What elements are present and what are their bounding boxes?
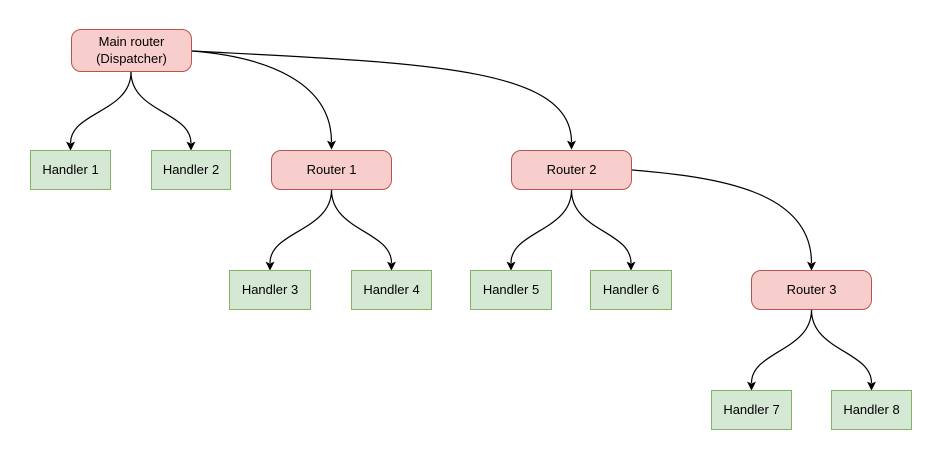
node-main-router: Main router (Dispatcher) (71, 29, 192, 72)
edge-main-router-to-router-2 (191, 50, 576, 150)
node-handler-7: Handler 7 (711, 390, 792, 430)
node-handler-4: Handler 4 (351, 270, 432, 310)
edge-router-3-to-handler-7 (747, 309, 813, 391)
node-router-1: Router 1 (271, 150, 392, 190)
node-handler-3: Handler 3 (229, 270, 311, 310)
edge-router-1-to-handler-4 (330, 189, 396, 271)
node-handler-6: Handler 6 (590, 270, 672, 310)
edge-main-router-to-router-1 (191, 50, 336, 150)
edge-router-2-to-router-3 (631, 169, 816, 271)
node-handler-1: Handler 1 (30, 150, 111, 190)
node-handler-2: Handler 2 (151, 150, 231, 190)
edge-router-3-to-handler-8 (810, 309, 876, 391)
edge-router-2-to-handler-6 (570, 189, 636, 271)
edge-router-2-to-handler-5 (506, 189, 573, 271)
node-router-2: Router 2 (511, 150, 632, 190)
edge-main-router-to-handler-1 (66, 71, 132, 151)
edge-router-1-to-handler-3 (265, 189, 333, 271)
node-router-3: Router 3 (751, 270, 872, 310)
node-handler-8: Handler 8 (831, 390, 912, 430)
node-handler-5: Handler 5 (470, 270, 552, 310)
edge-main-router-to-handler-2 (130, 71, 196, 151)
